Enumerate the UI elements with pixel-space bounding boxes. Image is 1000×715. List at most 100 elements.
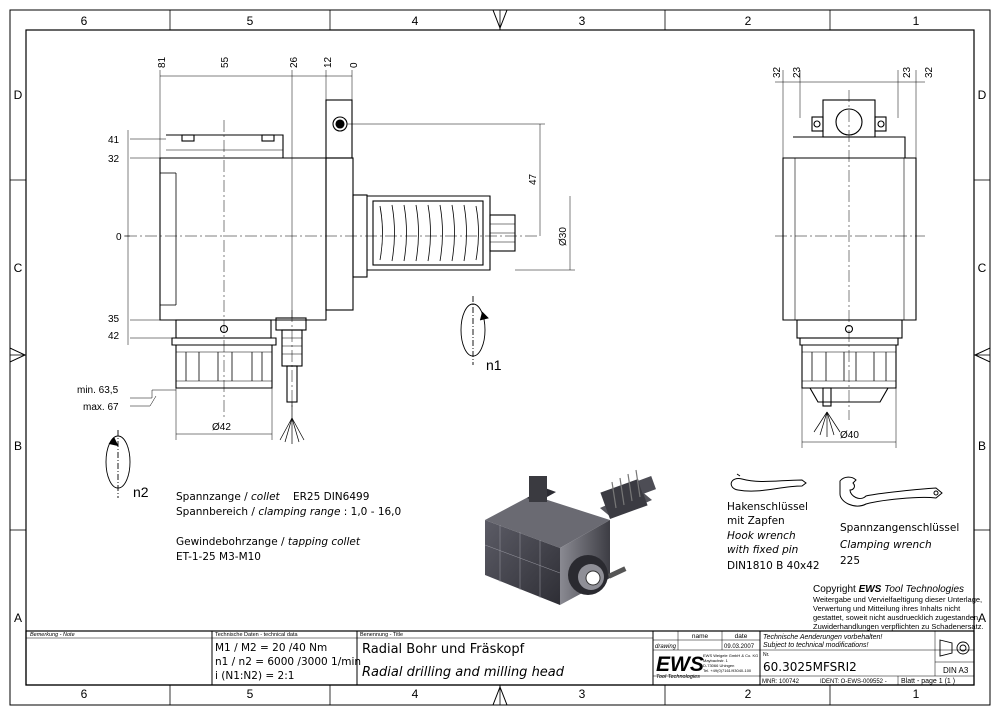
row-label: C bbox=[978, 261, 987, 275]
row-label: C bbox=[14, 261, 23, 275]
dim-label: 23 bbox=[902, 66, 913, 78]
rotation-n1-label: n1 bbox=[486, 357, 502, 373]
spec-range-de: Spannbereich / bbox=[176, 506, 255, 518]
drawing-date: 09.03.2007 bbox=[724, 644, 755, 650]
spec-collet-en: collet bbox=[251, 491, 280, 503]
hook-wrench-notes: Hakenschlüssel mit Zapfen Hook wrench wi… bbox=[727, 501, 820, 572]
dim-label: min. 63,5 bbox=[77, 385, 119, 396]
svg-text:Gewindebohrzange / tappi: Gewindebohrzange / tapping collet bbox=[176, 536, 361, 548]
hook-wrench-icon bbox=[730, 473, 807, 492]
rotation-n1-symbol bbox=[460, 296, 489, 365]
header-name: name bbox=[692, 633, 709, 640]
row-label: B bbox=[14, 439, 22, 453]
company-line: EWS Weigele GmbH & Co. KG bbox=[703, 653, 758, 658]
col-label: 3 bbox=[579, 14, 586, 28]
svg-text:Spannzange / collet: Spannzange / collet ER25 DIN6499 bbox=[176, 491, 369, 503]
svg-text:Zuwiderhandlungen verpflichten: Zuwiderhandlungen verpflichten zu Schade… bbox=[813, 622, 984, 631]
notice-en: Subject to technical modifications! bbox=[763, 642, 868, 649]
dim-label: 32 bbox=[924, 66, 935, 78]
spec-collet-de: Spannzange / bbox=[176, 491, 248, 503]
title-de: Radial Bohr und Fräskopf bbox=[362, 642, 525, 657]
projection-symbol-icon bbox=[939, 639, 970, 657]
spec-tapping-en: tapping collet bbox=[288, 536, 361, 548]
row-label: D bbox=[14, 88, 23, 102]
dim-label: Ø30 bbox=[558, 227, 569, 246]
side-view bbox=[775, 70, 925, 448]
din-size: DIN A3 bbox=[943, 666, 969, 675]
header-date: date bbox=[735, 633, 748, 640]
dim-label: 26 bbox=[289, 56, 300, 68]
clamping-wrench-line: Clamping wrench bbox=[840, 539, 932, 551]
page-number: Blatt - page 1 (1 ) bbox=[901, 678, 955, 685]
spec-range-en: clamping range bbox=[258, 506, 340, 518]
spec-tapping-de: Gewindebohrzange / bbox=[176, 536, 285, 548]
spec-notes: Spannzange / collet ER25 DIN6499 Spannbe… bbox=[176, 491, 401, 563]
notice-de: Technische Aenderungen vorbehalten! bbox=[763, 634, 882, 641]
svg-text:Copyright EWS Tool Technologie: Copyright EWS Tool Technologies bbox=[813, 584, 964, 595]
copyright-notice: Copyright EWS Tool Technologies Weiterga… bbox=[813, 584, 984, 631]
clamping-wrench-line: Spannzangenschlüssel bbox=[840, 522, 959, 534]
col-label: 1 bbox=[913, 14, 920, 28]
svg-text:Weitergabe und Vervielfaeltigu: Weitergabe und Vervielfaeltigung dieser … bbox=[813, 595, 982, 604]
tech-line: M1 / M2 = 20 /40 Nm bbox=[215, 642, 327, 654]
nr-label: Nr. bbox=[763, 652, 769, 658]
svg-text:Tool Technologies: Tool Technologies bbox=[656, 674, 700, 680]
col-label: 5 bbox=[247, 14, 254, 28]
col-label: 4 bbox=[412, 14, 419, 28]
part-number: 60.3025MFSRI2 bbox=[763, 660, 857, 674]
hook-wrench-line: DIN1810 B 40x42 bbox=[727, 560, 820, 572]
dim-label: 81 bbox=[157, 56, 168, 68]
clamping-wrench-icon bbox=[839, 476, 943, 507]
svg-text:EWS: EWS bbox=[656, 653, 704, 676]
row-label: D bbox=[978, 88, 987, 102]
dim-label: 35 bbox=[108, 314, 120, 325]
hook-wrench-line: with fixed pin bbox=[727, 544, 798, 556]
name-label: Benennung - Title bbox=[360, 632, 403, 638]
hook-wrench-line: Hakenschlüssel bbox=[727, 501, 808, 513]
svg-text:gestattet, soweit nicht ausdru: gestattet, soweit nicht ausdruecklich zu… bbox=[813, 613, 980, 622]
drawing-label: drawing bbox=[655, 644, 677, 650]
col-label: 6 bbox=[81, 14, 88, 28]
dim-label: 42 bbox=[108, 331, 120, 342]
mnr: MNR: 100742 bbox=[762, 679, 800, 685]
front-view-dimensions: 81 55 26 12 0 41 32 0 35 42 min. 63,5 ma… bbox=[77, 56, 569, 433]
title-en: Radial drilling and milling head bbox=[362, 665, 565, 680]
company-line: Tel. +49(0)7161/93040-100 bbox=[703, 668, 752, 673]
tech-line: i (N1:N2) = 2:1 bbox=[215, 670, 294, 682]
row-label: B bbox=[978, 439, 986, 453]
dim-label: 12 bbox=[323, 56, 334, 68]
spec-tapping-val: ET-1-25 M3-M10 bbox=[176, 551, 261, 563]
col-label: 3 bbox=[579, 687, 586, 701]
dim-label: 23 bbox=[792, 66, 803, 78]
col-label: 4 bbox=[412, 687, 419, 701]
dim-label: 55 bbox=[220, 56, 231, 68]
title-block-text: Bemerkung - Note Technische Daten - tech… bbox=[30, 632, 969, 685]
dim-label: Ø42 bbox=[212, 422, 231, 433]
dim-label: 0 bbox=[349, 62, 360, 68]
isometric-render bbox=[484, 469, 656, 605]
col-label: 2 bbox=[745, 14, 752, 28]
rotation-n2-symbol bbox=[105, 430, 131, 498]
frame-labels: 6 5 4 3 2 1 6 5 4 3 2 1 D C B A D C B A bbox=[14, 14, 987, 701]
dim-label: 41 bbox=[108, 135, 120, 146]
col-label: 1 bbox=[913, 687, 920, 701]
tech-line: n1 / n2 = 6000 /3000 1/min bbox=[215, 656, 361, 668]
remark-label: Bemerkung - Note bbox=[30, 632, 75, 638]
tech-label: Technische Daten - technical data bbox=[215, 632, 298, 638]
col-label: 2 bbox=[745, 687, 752, 701]
company-line: Maybachstr. 1 bbox=[703, 658, 729, 663]
ident: IDENT: O-EWS-009552 - bbox=[820, 679, 887, 685]
hook-wrench-line: mit Zapfen bbox=[727, 515, 785, 527]
dim-label: max. 67 bbox=[83, 402, 119, 413]
svg-text:Spannbereich / clamping: Spannbereich / clamping range : 1,0 - 16… bbox=[176, 506, 401, 518]
company-line: D-73066 Uhingen bbox=[703, 663, 734, 668]
col-label: 6 bbox=[81, 687, 88, 701]
clamping-wrench-line: 225 bbox=[840, 555, 860, 567]
dim-label: 47 bbox=[528, 173, 539, 185]
spec-collet-val: ER25 DIN6499 bbox=[293, 491, 369, 503]
dim-label: Ø40 bbox=[840, 430, 859, 441]
svg-text:Verwertung und Mitteilung ihre: Verwertung und Mitteilung ihres Inhalts … bbox=[813, 604, 961, 613]
side-view-dimensions: 32 23 23 32 Ø40 bbox=[772, 66, 935, 441]
col-label: 5 bbox=[247, 687, 254, 701]
